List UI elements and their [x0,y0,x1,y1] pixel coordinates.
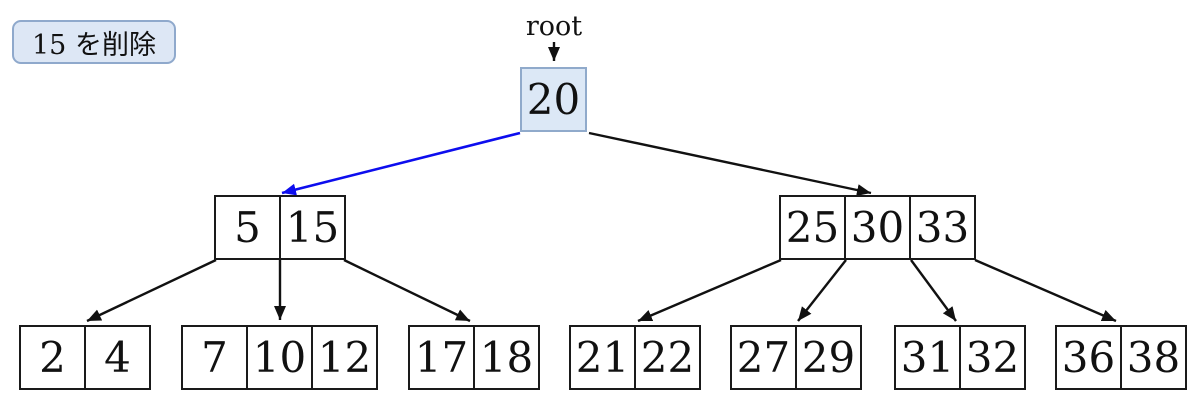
btree-leaf-36-38: 36 38 [1055,325,1187,390]
key-cell: 22 [640,332,695,382]
btree-node-right-internal: 25 30 33 [779,195,976,260]
btree-leaf-31-32: 31 32 [894,325,1026,390]
key-cell: 15 [285,202,340,252]
key-cell: 5 [216,197,281,258]
key-cell: 36 [1057,327,1122,388]
key-cell: 33 [915,202,970,252]
btree-node-left-internal: 5 15 [214,195,346,260]
key-cell: 2 [21,327,86,388]
key-cell: 20 [522,69,585,130]
key-cell: 7 [183,327,248,388]
key-cell: 30 [846,197,911,258]
btree-leaf-27-29: 27 29 [730,325,862,390]
key-cell: 29 [801,332,856,382]
edge-right-internal-to-leaf4 [637,258,782,323]
key-cell: 31 [896,327,961,388]
btree-leaf-2-4: 2 4 [19,325,151,390]
key-cell: 17 [410,327,475,388]
key-cell: 27 [732,327,797,388]
delete-annotation-badge: 15 を削除 [12,20,176,64]
edge-left-internal-to-leaf1 [86,258,217,323]
root-pointer-label: root [525,11,583,42]
edge-left-internal-to-leaf3 [343,258,471,323]
key-cell: 25 [781,197,846,258]
edge-right-internal-to-leaf5 [797,259,847,322]
key-cell: 4 [104,332,131,382]
btree-leaf-7-10-12: 7 10 12 [181,325,378,390]
delete-annotation-label: 15 を削除 [32,29,156,61]
edge-root-to-left-internal-highlighted [281,131,521,196]
btree-leaf-21-22: 21 22 [569,325,701,390]
key-cell: 18 [479,332,534,382]
btree-leaf-17-18: 17 18 [408,325,540,390]
key-cell: 32 [965,332,1020,382]
edge-root-to-right-internal [588,131,872,196]
edge-right-internal-to-leaf6 [910,259,957,322]
key-cell: 10 [248,327,313,388]
key-cell: 21 [571,327,636,388]
btree-node-root: 20 [520,67,587,132]
key-cell: 38 [1126,332,1181,382]
edge-right-internal-to-leaf7 [974,258,1117,323]
key-cell: 12 [317,332,372,382]
